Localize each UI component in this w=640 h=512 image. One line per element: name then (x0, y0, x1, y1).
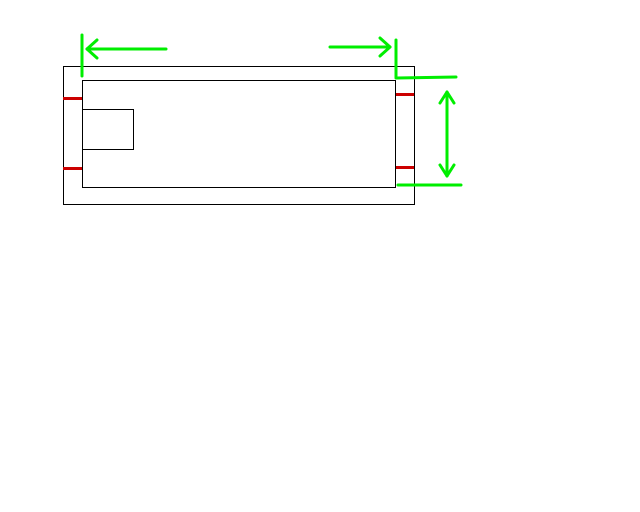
top-extension-line (395, 75, 458, 80)
height-arrow (395, 75, 463, 187)
left-arrow-head (85, 38, 99, 60)
outlines-group (63, 66, 415, 205)
annotations-group (80, 33, 463, 187)
height-arrow-head-top (438, 90, 456, 105)
outer-rectangle (63, 66, 415, 205)
right-arrow-head (378, 36, 392, 58)
small-rectangle (82, 109, 134, 150)
height-arrow-head-bottom (438, 163, 456, 178)
markers-group (63, 93, 414, 170)
left-width-arrow (80, 33, 168, 78)
right-width-arrow (328, 36, 398, 80)
